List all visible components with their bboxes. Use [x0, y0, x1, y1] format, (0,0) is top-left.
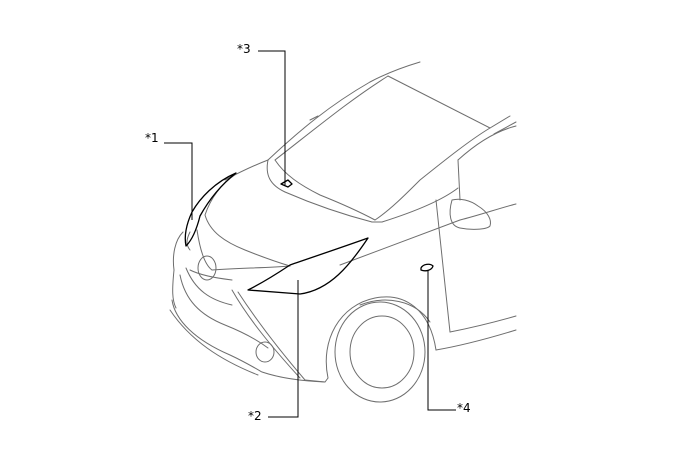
callout-label-4: *4: [457, 401, 471, 415]
part-2-shape: [247, 237, 369, 295]
part-3-shape: [280, 179, 293, 188]
leader-lines: [164, 50, 456, 418]
leader-line-4: [427, 270, 456, 411]
callout-label-2: *2: [248, 409, 262, 423]
callout-label-3: *3: [237, 42, 251, 56]
highlighted-parts: [184, 172, 434, 295]
leader-line-1: [164, 142, 193, 220]
callout-label-1: *1: [145, 131, 159, 145]
part-4-shape: [420, 263, 434, 272]
callout-labels: *1 *2 *3 *4: [145, 42, 471, 423]
car-outline: [169, 61, 517, 403]
leader-line-3: [258, 50, 286, 185]
part-1-shape: [184, 172, 237, 247]
leader-line-2: [268, 280, 299, 418]
